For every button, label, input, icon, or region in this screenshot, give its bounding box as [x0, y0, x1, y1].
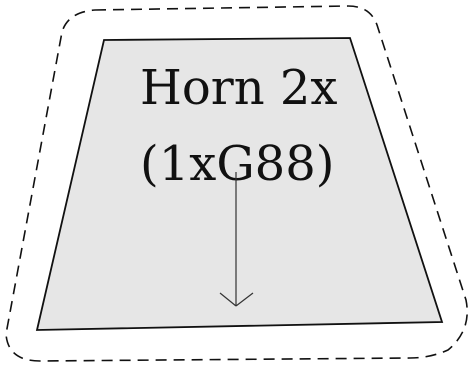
down-arrow-icon — [219, 172, 254, 307]
horn-shape — [35, 37, 444, 331]
horn-label-line1: Horn 2x — [140, 60, 337, 116]
dashed-boundary — [5, 5, 468, 362]
horn-label-line2: (1xG88) — [140, 136, 334, 192]
